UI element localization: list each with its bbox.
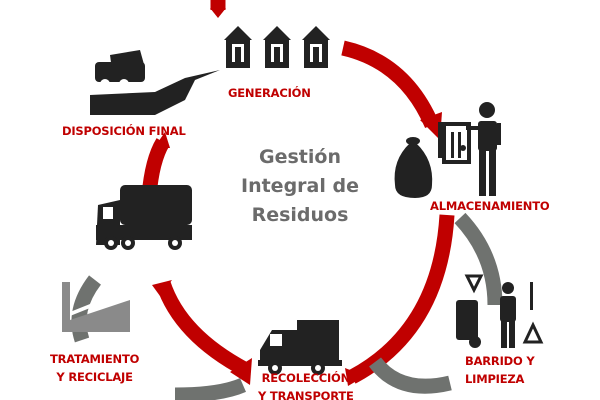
house-icon [263, 26, 291, 68]
recycling-factory-icon [62, 282, 130, 332]
label-almacenamiento: ALMACENAMIENTO [430, 199, 550, 213]
landfill-truck-icon [90, 50, 220, 115]
arrow-generacion-to-almacenamiento [341, 40, 439, 129]
trash-bin-icon [442, 122, 471, 164]
person-icon [479, 102, 495, 118]
diagram-title: Gestión Integral de Residuos [215, 143, 385, 230]
arrow-recoleccion-to-transfer [155, 280, 250, 377]
label-barrido-limpieza: BARRIDO Y LIMPIEZA [465, 352, 535, 388]
arrow-head-almacenamiento [420, 112, 442, 140]
label-recoleccion-transporte: RECOLECCIÓN Y TRANSPORTE [258, 369, 354, 400]
sweeper-person-icon [502, 282, 514, 294]
compactor-truck-icon [96, 185, 192, 250]
gray-arrow-tratamiento-to-recoleccion [174, 378, 246, 400]
title-line: Integral de [241, 175, 359, 197]
label-line: RECOLECCIÓN [261, 371, 351, 385]
garbage-bag-icon [394, 143, 433, 198]
label-disposicion-final: DISPOSICIÓN FINAL [62, 124, 186, 138]
label-line: Y TRANSPORTE [258, 389, 354, 400]
gray-arrow-barrido-to-recoleccion [369, 357, 452, 394]
arrow-head-transfer [152, 280, 172, 296]
arrow-head-top [210, 8, 226, 18]
arrow-head-recoleccion-right [345, 368, 365, 386]
title-line: Residuos [251, 204, 349, 226]
arrow-almacenamiento-to-recoleccion [348, 214, 455, 384]
label-line: TRATAMIENTO [50, 352, 140, 366]
label-tratamiento-reciclaje: TRATAMIENTO Y RECICLAJE [50, 350, 139, 386]
collection-truck-icon [258, 320, 342, 375]
houses-icon [224, 26, 330, 68]
house-icon [224, 26, 252, 68]
title-line: Gestión [259, 146, 341, 168]
arrow-head-recoleccion [230, 358, 252, 385]
street-sweeper-icon [456, 274, 544, 348]
arrow-head-disposicion [154, 132, 170, 148]
gray-arrow-almacenamiento-to-barrido [454, 212, 503, 306]
label-line: Y RECICLAJE [56, 370, 133, 384]
storage-bin-person-icon [394, 102, 501, 198]
label-generacion: GENERACIÓN [228, 86, 311, 100]
label-line: LIMPIEZA [465, 372, 525, 386]
label-line: BARRIDO Y [465, 354, 535, 368]
house-icon [302, 26, 330, 68]
